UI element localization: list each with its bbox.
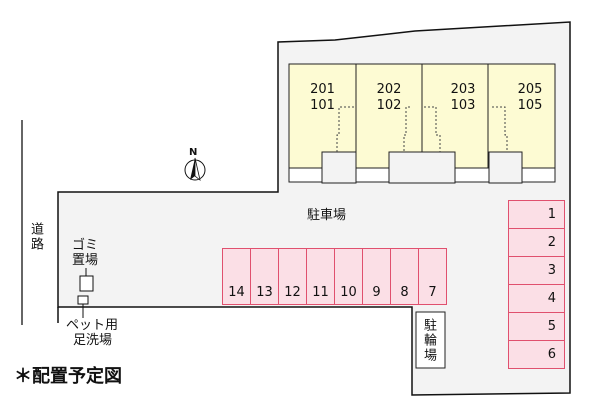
slot-number: 13 xyxy=(256,285,273,300)
parking-slot-3: 3 xyxy=(508,256,565,285)
pet-wash-label-2: 足洗場 xyxy=(73,333,113,348)
slot-number: 11 xyxy=(312,285,329,300)
road-label: 道路 xyxy=(28,222,43,252)
slot-number: 2 xyxy=(547,235,556,250)
pet-wash-label-1: ペット用 xyxy=(66,318,119,333)
slot-number: 8 xyxy=(400,285,409,300)
compass-label: N xyxy=(189,147,198,158)
parking-slot-8: 8 xyxy=(390,248,419,305)
garbage-box-icon xyxy=(79,275,94,292)
parking-slot-11: 11 xyxy=(306,248,335,305)
footer-note: ＊配置予定図 xyxy=(14,366,122,387)
bicycle-label: 駐輪場 xyxy=(421,318,436,363)
parking-slot-6: 6 xyxy=(508,340,565,369)
balconies xyxy=(288,167,556,183)
bicycle-area xyxy=(415,311,446,369)
parking-slot-1: 1 xyxy=(508,200,565,229)
parking-slot-14: 14 xyxy=(222,248,251,305)
slot-number: 7 xyxy=(428,285,437,300)
stair-dashes xyxy=(336,106,508,152)
garbage-label: ゴミ置場 xyxy=(72,238,99,268)
parking-slot-10: 10 xyxy=(334,248,363,305)
pet-wash-icon xyxy=(77,295,89,305)
parking-slot-2: 2 xyxy=(508,228,565,257)
slot-number: 14 xyxy=(228,285,245,300)
parking-slot-7: 7 xyxy=(418,248,447,305)
parking-slot-13: 13 xyxy=(250,248,279,305)
slot-number: 9 xyxy=(372,285,381,300)
compass-icon xyxy=(184,157,206,182)
slot-number: 5 xyxy=(547,319,556,334)
parking-slot-12: 12 xyxy=(278,248,307,305)
slot-number: 1 xyxy=(547,207,556,222)
slot-number: 3 xyxy=(547,263,556,278)
slot-number: 4 xyxy=(547,291,556,306)
parking-label: 駐車場 xyxy=(307,208,347,223)
entrance-notches xyxy=(321,151,523,184)
slot-number: 12 xyxy=(284,285,301,300)
slot-number: 6 xyxy=(547,347,556,362)
parking-slot-9: 9 xyxy=(362,248,391,305)
unit-dividers xyxy=(355,64,489,168)
parking-slot-5: 5 xyxy=(508,312,565,341)
slot-number: 10 xyxy=(340,285,357,300)
parking-slot-4: 4 xyxy=(508,284,565,313)
